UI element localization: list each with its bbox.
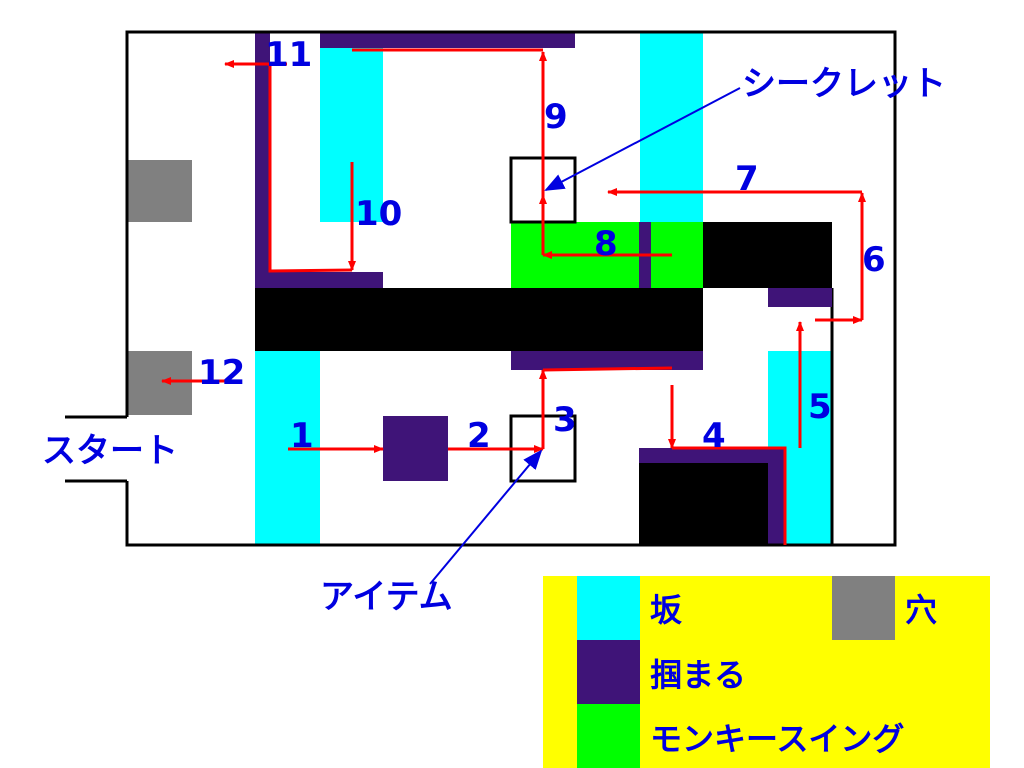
item-callout-arrow bbox=[429, 449, 543, 585]
grab-block bbox=[383, 416, 448, 481]
hole-lower bbox=[127, 351, 192, 415]
legend-label-grab: 掴まる bbox=[650, 656, 746, 694]
grab-bottom-side bbox=[768, 448, 785, 545]
grab-left-vertical bbox=[255, 32, 270, 288]
secret-label: シークレット bbox=[742, 64, 946, 104]
step-12: 12 bbox=[198, 353, 245, 393]
wall-bottom bbox=[639, 448, 785, 545]
slope-top-right bbox=[640, 32, 703, 222]
grab-right bbox=[768, 288, 832, 307]
legend-label-monkey-swing: モンキースイング bbox=[650, 720, 904, 758]
step-8: 8 bbox=[594, 224, 618, 264]
legend-swatch-slope bbox=[577, 576, 640, 640]
step-7: 7 bbox=[735, 159, 759, 199]
step-10: 10 bbox=[355, 194, 402, 234]
map-outline bbox=[125, 30, 897, 547]
legend-label-hole: 穴 bbox=[905, 591, 937, 629]
grab-top bbox=[320, 32, 575, 48]
start-label: スタート bbox=[42, 431, 178, 471]
route-line-11 bbox=[268, 65, 353, 273]
route-line-3 bbox=[542, 366, 673, 372]
step-6: 6 bbox=[862, 240, 886, 280]
legend-swatch-hole bbox=[832, 576, 895, 640]
grab-under-wall bbox=[511, 351, 703, 370]
item-label: アイテム bbox=[320, 577, 453, 617]
route-arrows bbox=[161, 48, 866, 545]
route-line-4 bbox=[672, 446, 787, 545]
secret-callout-arrow bbox=[544, 87, 741, 191]
step-4: 4 bbox=[702, 416, 726, 456]
step-9: 9 bbox=[544, 97, 568, 137]
legend-swatch-monkey-swing bbox=[577, 704, 640, 768]
grab-bottom-top bbox=[639, 448, 785, 463]
wall-center bbox=[255, 288, 703, 351]
hole-upper bbox=[127, 160, 192, 222]
legend-label-slope: 坂 bbox=[650, 591, 682, 629]
legend: 坂 穴 掴まる モンキースイング bbox=[543, 576, 990, 768]
legend-swatch-grab bbox=[577, 640, 640, 704]
grab-left-bottom bbox=[255, 272, 383, 288]
step-1: 1 bbox=[290, 416, 314, 456]
step-5: 5 bbox=[808, 387, 832, 427]
step-11: 11 bbox=[265, 35, 312, 75]
wall-right bbox=[703, 222, 832, 288]
step-3: 3 bbox=[553, 400, 577, 440]
step-2: 2 bbox=[467, 416, 491, 456]
